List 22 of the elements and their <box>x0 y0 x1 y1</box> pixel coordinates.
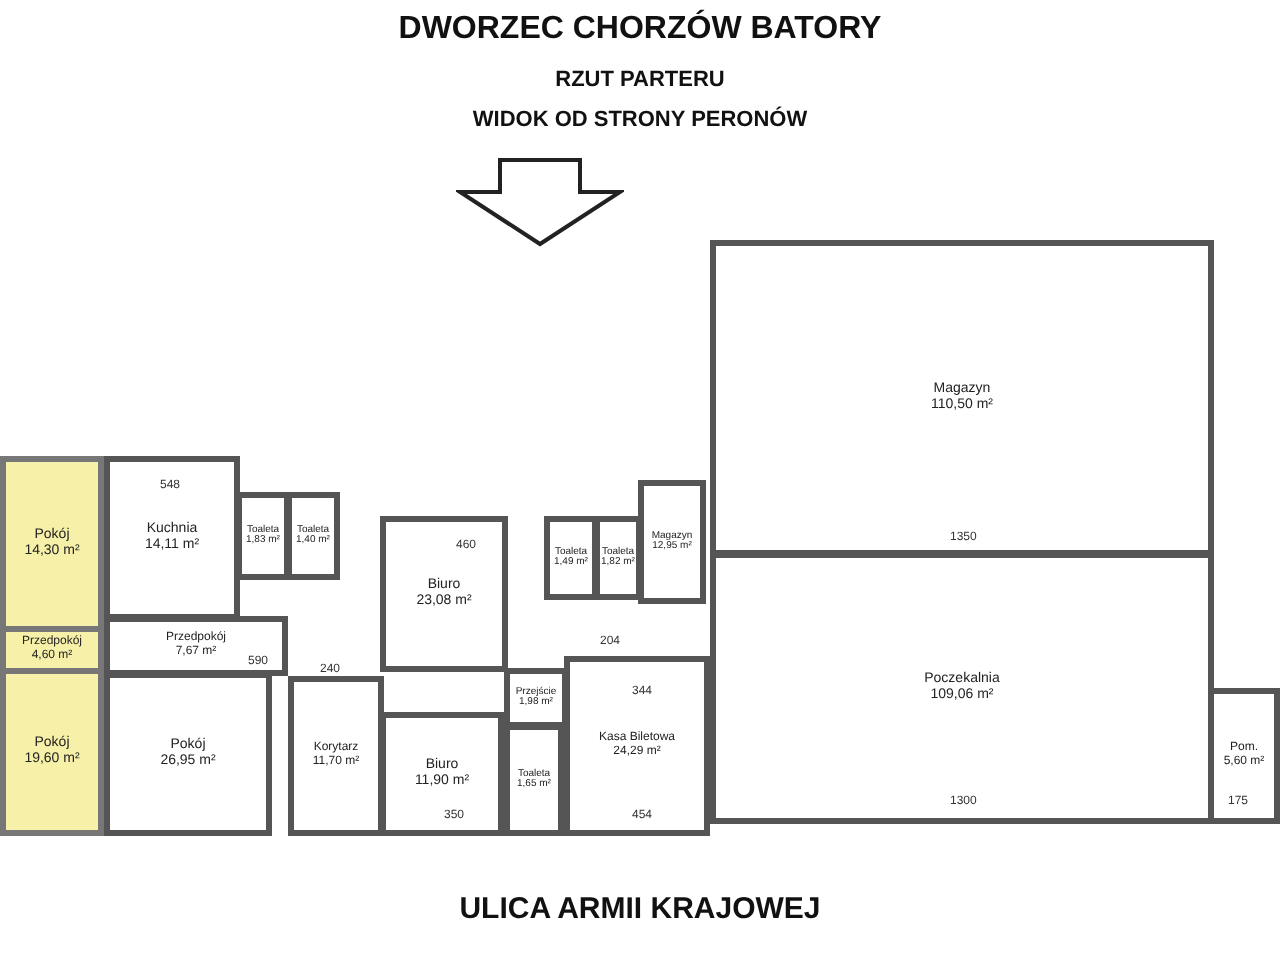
room-outline <box>544 516 598 600</box>
room-outline <box>104 456 240 620</box>
room-outline <box>594 516 642 600</box>
room-outline <box>288 676 384 836</box>
plan-title: DWORZEC CHORZÓW BATORY <box>398 12 882 48</box>
room-outline <box>104 672 272 836</box>
room-outline <box>0 668 104 836</box>
room-outline <box>564 656 710 836</box>
room-outline <box>380 516 508 672</box>
room-outline <box>504 724 564 836</box>
room-outline <box>236 492 290 580</box>
room-outline <box>710 240 1214 556</box>
room-outline <box>0 456 104 632</box>
room-outline <box>380 712 504 836</box>
view-note: WIDOK OD STRONY PERONÓW <box>472 108 808 132</box>
room-outline <box>638 480 706 604</box>
plan-subtitle: RZUT PARTERU <box>555 68 725 92</box>
room-outline <box>286 492 340 580</box>
room-outline <box>710 552 1214 824</box>
room-outline <box>104 616 288 676</box>
street-name: ULICA ARMII KRAJOWEJ <box>459 892 821 926</box>
room-outline <box>1208 688 1280 824</box>
